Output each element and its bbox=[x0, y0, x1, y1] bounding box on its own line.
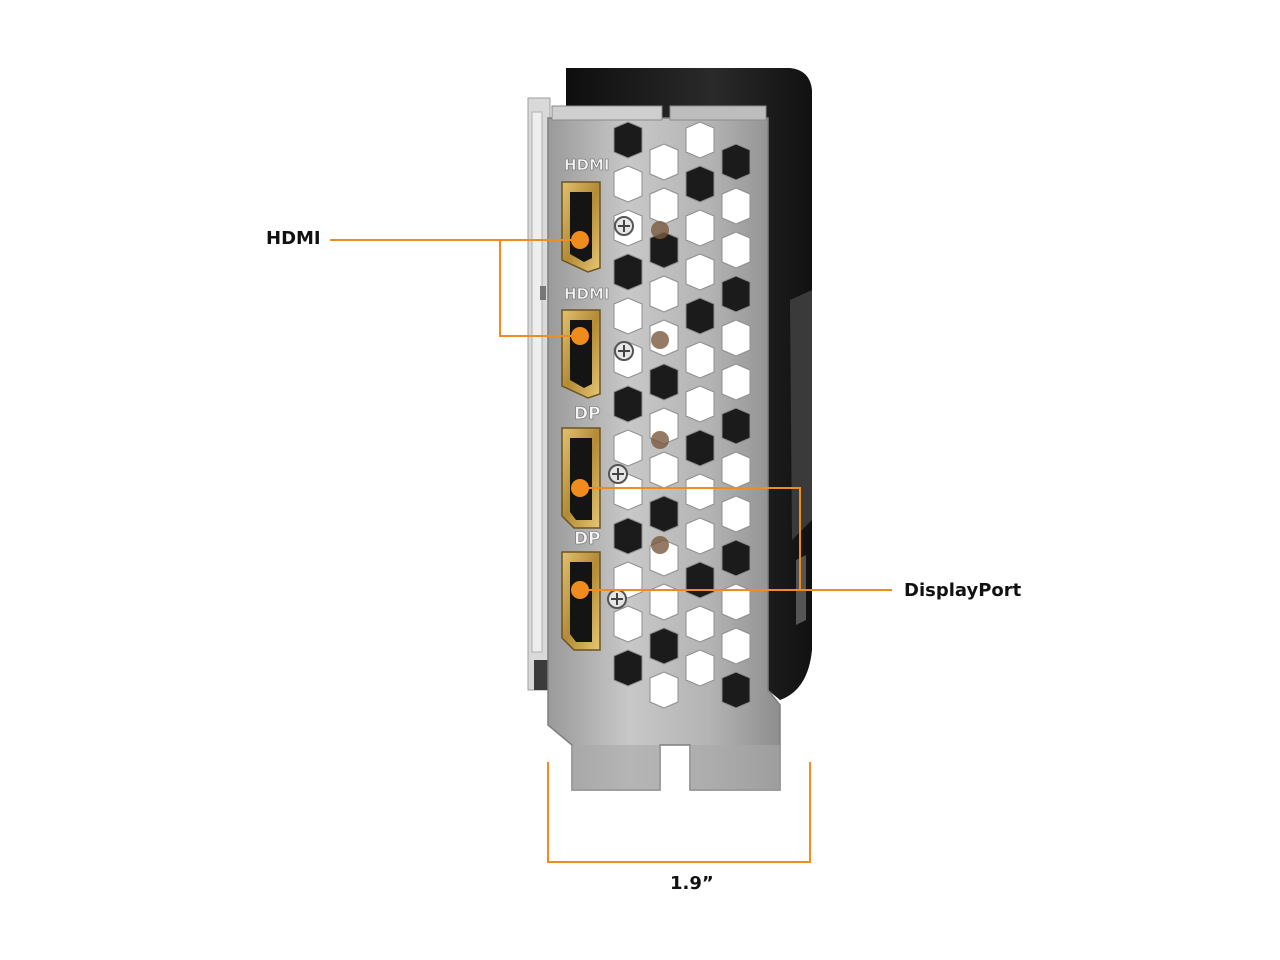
dp-2-dot bbox=[571, 581, 589, 599]
vent-hole bbox=[613, 605, 643, 643]
vent-hole bbox=[721, 495, 751, 533]
displayport-2 bbox=[561, 551, 601, 651]
vent-hole bbox=[649, 671, 679, 709]
marking-hdmi-bottom: HDMI bbox=[564, 285, 610, 303]
bracket-markings: HDMI HDMI DP DP bbox=[564, 156, 610, 550]
vent-hole bbox=[721, 187, 751, 225]
io-bracket bbox=[547, 105, 781, 791]
vent-hole bbox=[721, 363, 751, 401]
vent-hole bbox=[613, 121, 643, 159]
screw-icon bbox=[614, 341, 634, 361]
vent-hole bbox=[685, 605, 715, 643]
vent-hole bbox=[613, 517, 643, 555]
vent-hole bbox=[685, 473, 715, 511]
vent-hole bbox=[721, 671, 751, 709]
displayport-callout-line bbox=[580, 487, 892, 591]
hdmi-callout-line bbox=[330, 239, 580, 337]
heatpipe-glimpse bbox=[651, 221, 669, 239]
vent-hole bbox=[649, 143, 679, 181]
vent-hole bbox=[721, 231, 751, 269]
heatpipe-glimpse bbox=[651, 331, 669, 349]
vent-hole bbox=[721, 143, 751, 181]
vent-hole bbox=[613, 165, 643, 203]
vent-hole bbox=[649, 627, 679, 665]
vent-hole bbox=[649, 275, 679, 313]
vent-hole bbox=[613, 649, 643, 687]
bracket-screws bbox=[607, 216, 634, 609]
marking-dp-top: DP bbox=[574, 404, 601, 424]
vent-hole bbox=[649, 363, 679, 401]
vent-hole bbox=[685, 517, 715, 555]
vent-hole bbox=[685, 121, 715, 159]
displayport-callout-label: DisplayPort bbox=[904, 580, 1022, 601]
screw-icon bbox=[614, 216, 634, 236]
width-dimension-line bbox=[547, 762, 811, 863]
vent-grid bbox=[613, 121, 751, 709]
hdmi-port-2 bbox=[561, 309, 601, 399]
hdmi-port-1 bbox=[561, 181, 601, 273]
vent-hole bbox=[721, 539, 751, 577]
hdmi-2-dot bbox=[571, 327, 589, 345]
displayport-1 bbox=[561, 427, 601, 529]
vent-hole bbox=[721, 319, 751, 357]
vent-hole bbox=[649, 187, 679, 225]
callout-dots bbox=[571, 231, 589, 599]
hdmi-1-dot bbox=[571, 231, 589, 249]
vent-hole bbox=[685, 297, 715, 335]
vent-hole bbox=[649, 495, 679, 533]
vent-hole bbox=[721, 407, 751, 445]
vent-hole bbox=[721, 451, 751, 489]
vent-hole bbox=[685, 561, 715, 599]
vent-hole bbox=[721, 627, 751, 665]
marking-dp-bottom: DP bbox=[574, 529, 601, 549]
vent-hole bbox=[685, 341, 715, 379]
heatpipe-glimpse bbox=[651, 431, 669, 449]
vent-hole bbox=[685, 385, 715, 423]
screw-icon bbox=[608, 464, 628, 484]
callout-lines bbox=[330, 239, 892, 863]
vent-hole bbox=[685, 429, 715, 467]
vent-hole bbox=[613, 297, 643, 335]
vent-hole bbox=[613, 429, 643, 467]
vent-hole bbox=[685, 253, 715, 291]
card-edge-rail bbox=[527, 97, 551, 691]
width-dimension-label: 1.9” bbox=[670, 873, 714, 894]
vent-hole bbox=[685, 649, 715, 687]
dp-1-dot bbox=[571, 479, 589, 497]
vent-hole bbox=[649, 451, 679, 489]
vent-hole bbox=[721, 583, 751, 621]
vent-hole bbox=[685, 165, 715, 203]
screw-icon bbox=[607, 589, 627, 609]
marking-hdmi-top: HDMI bbox=[564, 156, 610, 174]
vent-hole bbox=[685, 209, 715, 247]
vent-hole bbox=[613, 385, 643, 423]
vent-hole bbox=[649, 583, 679, 621]
vent-hole bbox=[613, 253, 643, 291]
vent-hole bbox=[721, 275, 751, 313]
hdmi-callout-label: HDMI bbox=[266, 228, 321, 249]
heatpipe-glimpse bbox=[651, 536, 669, 554]
